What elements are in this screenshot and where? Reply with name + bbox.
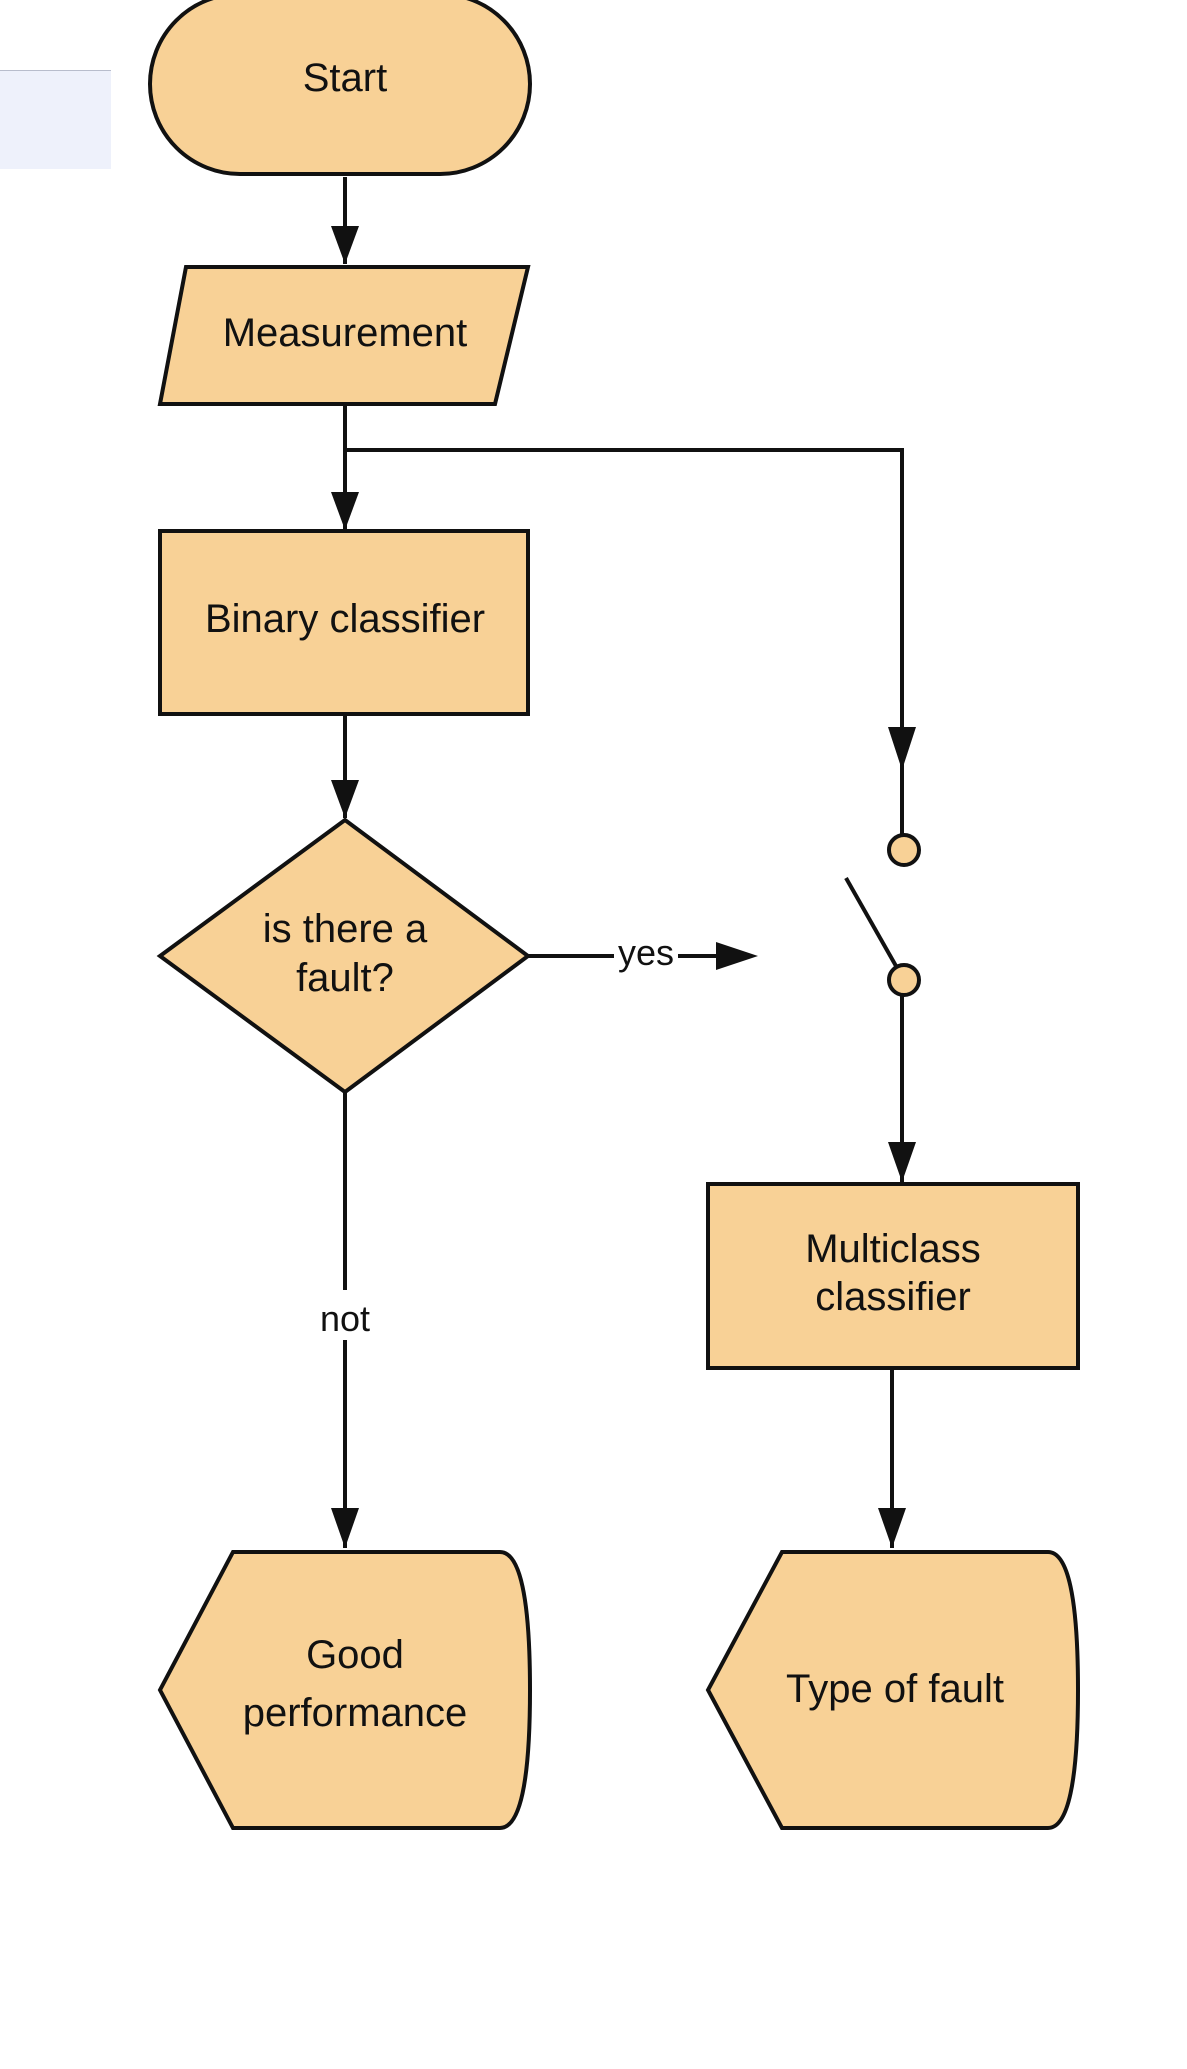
edge-measurement-switch xyxy=(345,448,904,770)
node-start-label: Start xyxy=(303,56,387,100)
node-fault-decision-line2: fault? xyxy=(296,956,394,1000)
display-shape xyxy=(705,1550,1081,1830)
arrowhead-switch-multiclass xyxy=(888,1142,916,1182)
arrowhead-measurement-binary xyxy=(331,492,359,530)
node-binary-classifier: Binary classifier xyxy=(158,529,530,716)
arrowhead-start-measurement xyxy=(331,226,359,264)
node-measurement: Measurement xyxy=(157,265,531,406)
arrowhead-yes xyxy=(716,942,758,970)
arrowhead-binary-decision xyxy=(331,780,359,818)
node-start: Start xyxy=(148,0,532,176)
node-fault-decision: is there a fault? xyxy=(156,817,532,1095)
node-good-performance: Good performance xyxy=(157,1550,533,1830)
terminator-shape xyxy=(148,0,532,176)
decision-diamond-shape xyxy=(156,817,532,1095)
blank-panel xyxy=(0,70,111,169)
node-good-line1: Good xyxy=(306,1633,404,1677)
process-rect-shape xyxy=(158,529,530,716)
node-good-line2: performance xyxy=(243,1691,468,1735)
node-multiclass-line1: Multiclass xyxy=(805,1227,981,1271)
node-measurement-label: Measurement xyxy=(223,311,468,355)
node-type-of-fault: Type of fault xyxy=(705,1550,1081,1830)
node-multiclass-line2: classifier xyxy=(815,1275,971,1319)
switch-upper-contact xyxy=(887,833,921,867)
arrowhead-multiclass-typefault xyxy=(878,1508,906,1548)
node-binary-classifier-label: Binary classifier xyxy=(205,597,485,641)
arrowhead-measurement-switch xyxy=(888,727,916,770)
switch-blade xyxy=(844,877,898,967)
parallelogram-shape xyxy=(157,265,531,406)
node-multiclass-classifier: Multiclass classifier xyxy=(706,1182,1080,1370)
display-shape xyxy=(157,1550,533,1830)
node-type-of-fault-label: Type of fault xyxy=(786,1667,1004,1711)
edge-label-not: not xyxy=(320,1298,370,1339)
arrowhead-not xyxy=(331,1508,359,1548)
switch-lower-contact xyxy=(887,963,921,997)
node-fault-decision-line1: is there a xyxy=(263,907,428,951)
process-rect-shape xyxy=(706,1182,1080,1370)
edge-label-yes: yes xyxy=(618,932,674,973)
